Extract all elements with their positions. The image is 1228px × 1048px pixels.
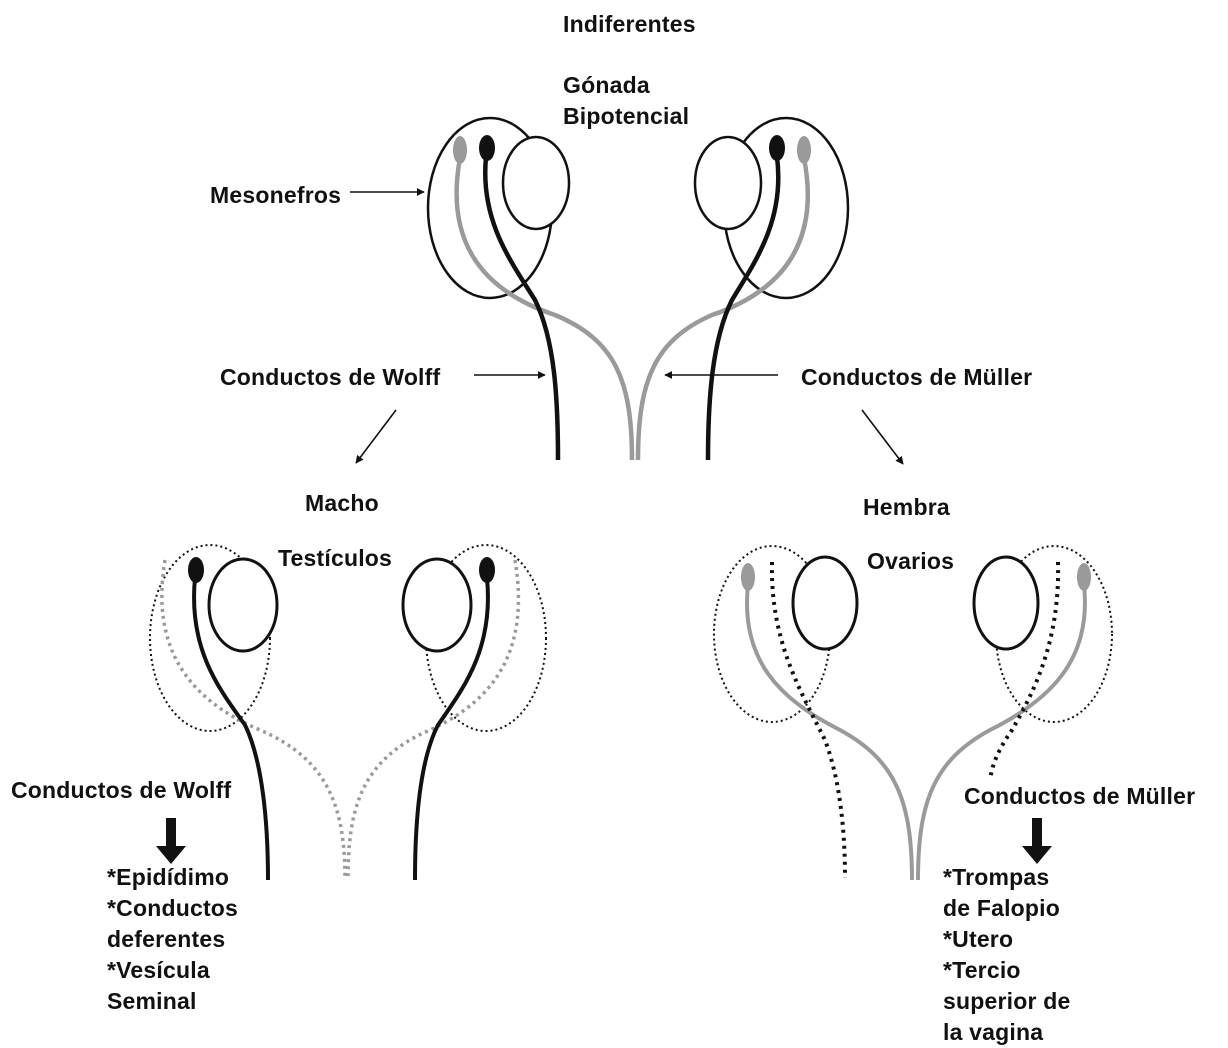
male-wolff-label: Conductos de Wolff	[11, 775, 231, 806]
female-muller-label: Conductos de Müller	[964, 781, 1195, 812]
ovary-right	[974, 557, 1038, 649]
female-derivatives-list: *Trompas de Falopio *Utero *Tercio super…	[943, 862, 1070, 1048]
wolff-tip-right	[769, 135, 785, 161]
wolff-ducts-label: Conductos de Wolff	[220, 362, 440, 393]
male-down-arrow	[156, 818, 186, 864]
male-wolff-tip-left	[188, 557, 204, 583]
testes-label: Testículos	[278, 543, 392, 574]
female-muller-tip-left	[741, 563, 755, 591]
female-down-arrow	[1022, 818, 1052, 864]
to-male-arrow	[356, 410, 396, 463]
ovary-left	[793, 557, 857, 649]
male-title: Macho	[305, 488, 379, 519]
male-wolff-tip-right	[479, 557, 495, 583]
wolff-tip-left	[479, 135, 495, 161]
indifferent-stage	[428, 118, 848, 460]
female-muller-tip-right	[1077, 563, 1091, 591]
mesonephros-label: Mesonefros	[210, 180, 341, 211]
female-title: Hembra	[863, 492, 950, 523]
gonad-right	[695, 137, 761, 229]
muller-tip-left	[453, 136, 467, 164]
female-stage	[714, 546, 1112, 880]
ovaries-label: Ovarios	[867, 546, 954, 577]
indifferent-title: Indiferentes	[563, 9, 696, 40]
testis-left	[209, 559, 277, 651]
gonad-left	[503, 137, 569, 229]
to-female-arrow	[862, 410, 903, 464]
muller-ducts-label: Conductos de Müller	[801, 362, 1032, 393]
male-derivatives-list: *Epidídimo *Conductos deferentes *Vesícu…	[107, 862, 238, 1017]
bipotential-gonad-label: Gónada Bipotencial	[563, 70, 689, 132]
arrows	[350, 192, 903, 464]
muller-tip-right	[797, 136, 811, 164]
male-stage	[150, 545, 546, 880]
testis-right	[403, 559, 471, 651]
